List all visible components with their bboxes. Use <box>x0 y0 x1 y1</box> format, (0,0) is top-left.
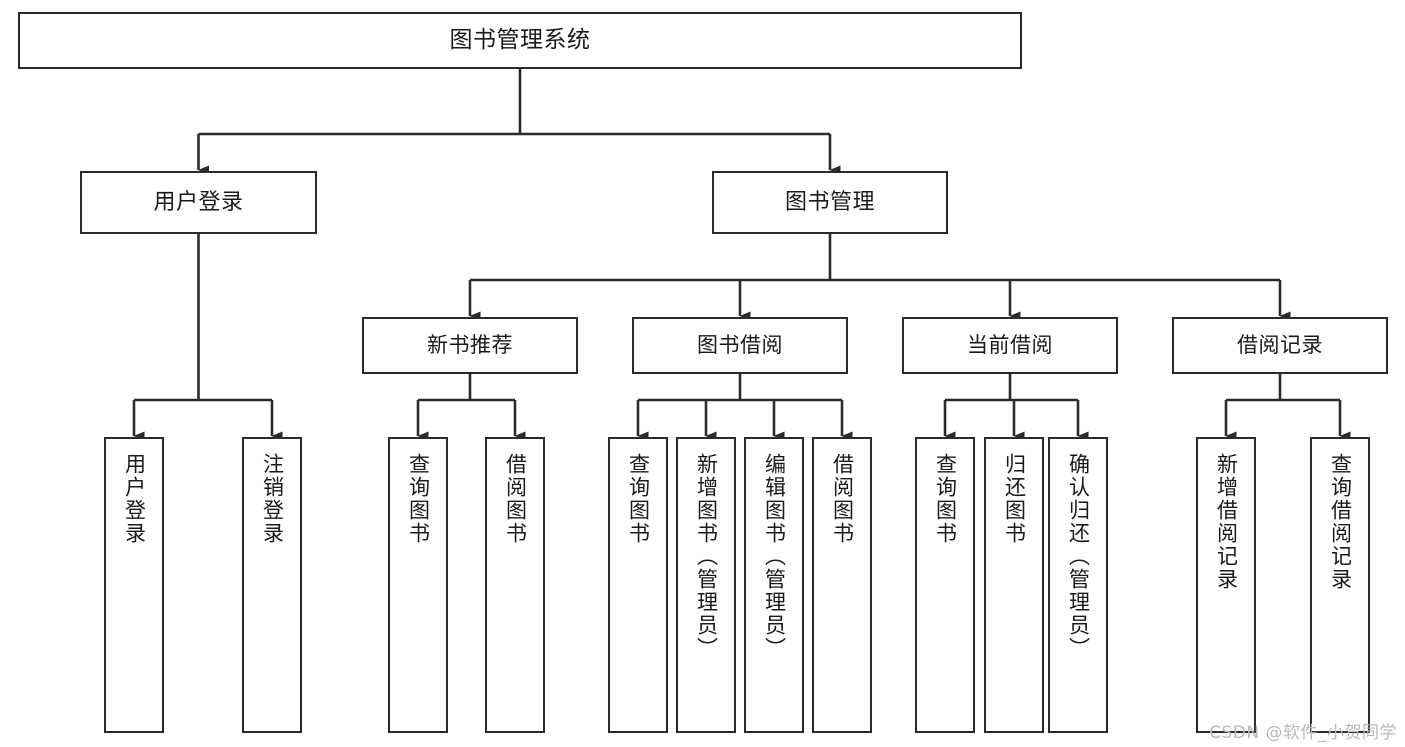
node-current-borrow[interactable]: 当前借阅 <box>902 317 1118 374</box>
node-leaf-edit-book-label: 编辑图书（管理员） <box>762 453 787 660</box>
node-leaf-confirm-return-label: 确认归还（管理员） <box>1066 453 1091 660</box>
node-leaf-borrow-book-rec[interactable]: 借阅图书 <box>485 437 545 733</box>
csdn-watermark: CSDN @软件_小贺同学 <box>1209 723 1397 743</box>
node-leaf-edit-book[interactable]: 编辑图书（管理员） <box>744 437 804 733</box>
node-leaf-add-book[interactable]: 新增图书（管理员） <box>676 437 736 733</box>
node-current-borrow-label: 当前借阅 <box>967 333 1053 358</box>
node-leaf-query-book-current[interactable]: 查询图书 <box>915 437 975 733</box>
node-leaf-logout[interactable]: 注销登录 <box>242 437 302 733</box>
node-new-book-recommend-label: 新书推荐 <box>427 333 513 358</box>
node-borrow-record[interactable]: 借阅记录 <box>1172 317 1388 374</box>
node-root-label: 图书管理系统 <box>449 26 591 53</box>
node-book-borrow-label: 图书借阅 <box>697 333 783 358</box>
node-leaf-query-book-current-label: 查询图书 <box>933 453 958 545</box>
node-leaf-query-book-borrow-label: 查询图书 <box>626 453 651 545</box>
node-leaf-borrow-book[interactable]: 借阅图书 <box>812 437 872 733</box>
node-user-login[interactable]: 用户登录 <box>80 171 317 234</box>
node-root[interactable]: 图书管理系统 <box>18 12 1022 69</box>
node-user-login-label: 用户登录 <box>153 189 244 215</box>
node-leaf-borrow-book-label: 借阅图书 <box>830 453 855 545</box>
node-leaf-query-borrow-record[interactable]: 查询借阅记录 <box>1310 437 1370 733</box>
node-leaf-add-borrow-record[interactable]: 新增借阅记录 <box>1196 437 1256 733</box>
node-leaf-return-book[interactable]: 归还图书 <box>984 437 1044 733</box>
node-book-borrow[interactable]: 图书借阅 <box>632 317 848 374</box>
node-leaf-add-borrow-record-label: 新增借阅记录 <box>1214 453 1239 591</box>
node-leaf-add-book-label: 新增图书（管理员） <box>694 453 719 660</box>
node-leaf-query-borrow-record-label: 查询借阅记录 <box>1328 453 1353 591</box>
node-leaf-user-login[interactable]: 用户登录 <box>104 437 164 733</box>
node-leaf-logout-label: 注销登录 <box>260 453 285 545</box>
node-book-manage[interactable]: 图书管理 <box>712 171 948 234</box>
node-leaf-return-book-label: 归还图书 <box>1002 453 1027 545</box>
node-book-manage-label: 图书管理 <box>784 189 875 215</box>
node-leaf-user-login-label: 用户登录 <box>122 453 147 545</box>
node-new-book-recommend[interactable]: 新书推荐 <box>362 317 578 374</box>
node-leaf-query-book-rec[interactable]: 查询图书 <box>388 437 448 733</box>
node-leaf-query-book-rec-label: 查询图书 <box>406 453 431 545</box>
node-borrow-record-label: 借阅记录 <box>1237 333 1323 358</box>
node-leaf-confirm-return[interactable]: 确认归还（管理员） <box>1048 437 1108 733</box>
node-leaf-borrow-book-rec-label: 借阅图书 <box>503 453 528 545</box>
node-leaf-query-book-borrow[interactable]: 查询图书 <box>608 437 668 733</box>
